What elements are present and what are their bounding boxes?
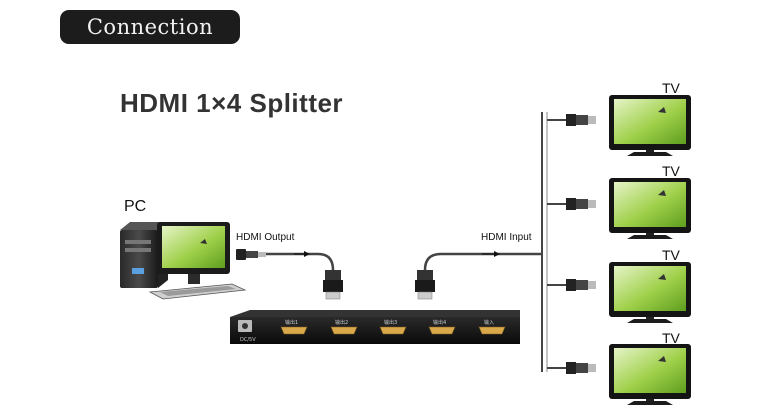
diagram-title: HDMI 1×4 Splitter [120, 88, 344, 118]
hdmi-port-out-1: 输出1 [280, 319, 308, 335]
hdmi-output-label: HDMI Output [236, 232, 295, 243]
tv-icon [609, 344, 691, 405]
hdmi-output-cable [236, 249, 343, 300]
tv-icon [609, 95, 691, 156]
port-label: 输入 [484, 319, 494, 326]
tv-icon [609, 178, 691, 239]
hdmi-plug-icon [566, 114, 576, 126]
hdmi-port-out-3: 输出3 [379, 319, 407, 335]
port-label: 输出4 [433, 319, 446, 326]
connection-badge: Connection [60, 10, 240, 44]
hdmi-port-in: 输入 [478, 319, 506, 335]
tv-icon [609, 262, 691, 323]
hdmi-splitter-device: DC/5V 输出1 输出2 输出3 输出4 输入 [230, 310, 520, 344]
hdmi-input-cable [415, 251, 541, 300]
hdmi-plug-icon [566, 198, 576, 210]
hdmi-plug-icon [566, 279, 576, 291]
hdmi-plug-icon [566, 362, 576, 374]
tv-label-2: TV [662, 163, 680, 179]
tv-row-2 [547, 178, 691, 239]
tv-row-3 [547, 262, 691, 323]
port-label: 输出2 [335, 319, 348, 326]
badge-text: Connection [86, 15, 214, 39]
power-label: DC/5V [240, 337, 256, 343]
hdmi-input-label: HDMI Input [481, 232, 532, 243]
pc-monitor-icon [157, 222, 230, 284]
tv-label-4: TV [662, 330, 680, 346]
tv-label-1: TV [662, 80, 680, 96]
pc-label: PC [124, 198, 147, 215]
tv-row-1 [547, 95, 691, 156]
port-label: 输出3 [384, 319, 397, 326]
hdmi-port-out-4: 输出4 [428, 319, 456, 335]
tv-row-4 [547, 344, 691, 405]
hdmi-port-out-2: 输出2 [330, 319, 358, 335]
tv-label-3: TV [662, 247, 680, 263]
keyboard-icon [148, 283, 247, 300]
port-label: 输出1 [285, 319, 298, 326]
